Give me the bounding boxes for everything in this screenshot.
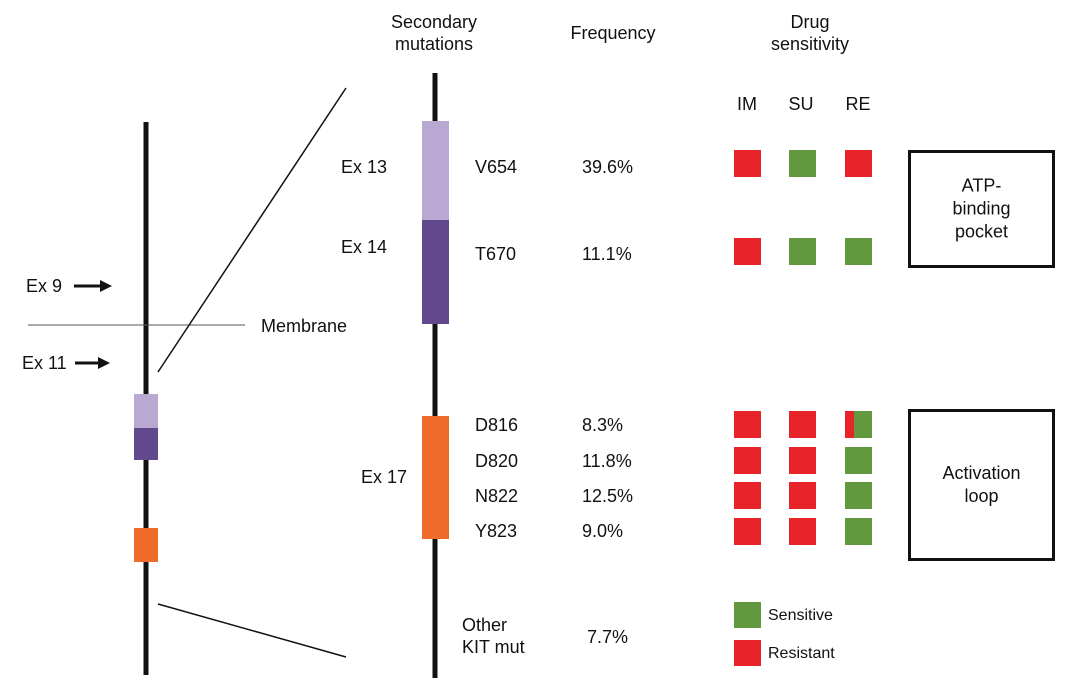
mutation-frequency: 11.8% — [582, 451, 632, 471]
header-drug-sensitivity: Drug sensitivity — [770, 12, 850, 54]
drug-square-resistant — [845, 150, 872, 177]
activation-loop-label: Activation loop — [942, 463, 1021, 506]
mutation-name: N822 — [475, 486, 519, 506]
mutation-frequency: 8.3% — [582, 415, 624, 435]
drug-square-sensitive — [845, 238, 872, 265]
drug-square-resistant-part — [845, 411, 854, 438]
drug-square-sensitive — [789, 238, 816, 265]
label-ex9: Ex 9 — [26, 276, 63, 296]
drug-square-resistant — [734, 518, 761, 545]
header-frequency: Frequency — [570, 23, 656, 43]
label-ex13: Ex 13 — [341, 157, 388, 177]
mutation-name: V654 — [475, 157, 518, 177]
mutation-name: D820 — [475, 451, 519, 471]
drug-square-sensitive-part — [854, 411, 872, 438]
label-membrane: Membrane — [261, 316, 348, 336]
mutation-frequency: 7.7% — [587, 627, 629, 647]
exon17-block — [422, 416, 449, 539]
mutation-name: Y823 — [475, 521, 518, 541]
left-exon14-block — [134, 428, 158, 460]
drug-square-sensitive — [789, 150, 816, 177]
drug-square-resistant — [734, 411, 761, 438]
drug-square-sensitive — [845, 482, 872, 509]
legend-sensitive-swatch — [734, 602, 761, 628]
drug-square-sensitive — [845, 518, 872, 545]
mutation-name: Other KIT mut — [462, 615, 525, 657]
drug-sensitivity-grid — [734, 150, 872, 545]
label-ex14: Ex 14 — [341, 237, 388, 257]
mutation-name: T670 — [475, 244, 517, 264]
left-exon17-block — [134, 528, 158, 562]
label-ex11: Ex 11 — [22, 353, 67, 373]
mutation-name: D816 — [475, 415, 519, 435]
drug-label-im: IM — [737, 94, 757, 114]
drug-square-resistant — [734, 447, 761, 474]
drug-square-resistant — [789, 482, 816, 509]
mutation-frequency: 39.6% — [582, 157, 634, 177]
drug-label-su: SU — [788, 94, 814, 114]
activation-loop-box: Activation loop — [908, 409, 1055, 561]
header-secondary-mutations: Secondary mutations — [390, 12, 478, 54]
zoom-line-bottom — [157, 603, 347, 658]
label-ex17: Ex 17 — [361, 467, 408, 487]
exon13-block — [422, 121, 449, 220]
mutation-frequency: 12.5% — [582, 486, 634, 506]
drug-square-resistant — [789, 411, 816, 438]
atp-binding-pocket-label: ATP- binding pocket — [952, 175, 1011, 242]
exon14-block — [422, 220, 449, 324]
legend-resistant-swatch — [734, 640, 761, 666]
drug-square-resistant — [789, 518, 816, 545]
drug-square-sensitive — [845, 447, 872, 474]
drug-label-re: RE — [845, 94, 871, 114]
drug-square-resistant — [734, 150, 761, 177]
zoom-line-top — [157, 87, 347, 373]
left-exon13-block — [134, 394, 158, 428]
legend-sensitive-label: Sensitive — [768, 607, 833, 624]
mutation-frequency: 11.1% — [582, 244, 632, 264]
atp-binding-pocket-box: ATP- binding pocket — [908, 150, 1055, 268]
arrow-icon — [75, 357, 110, 369]
drug-square-resistant — [734, 238, 761, 265]
legend-resistant-label: Resistant — [768, 645, 835, 662]
drug-square-resistant — [789, 447, 816, 474]
mutation-frequency: 9.0% — [582, 521, 624, 541]
drug-square-resistant — [734, 482, 761, 509]
arrow-icon — [74, 280, 112, 292]
